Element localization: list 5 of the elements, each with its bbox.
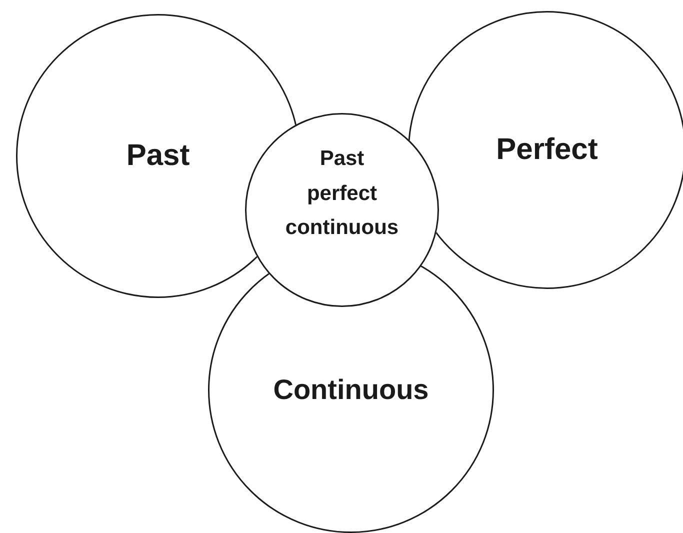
circle-label: Past perfect continuous <box>284 146 400 242</box>
venn-circle <box>245 113 439 307</box>
circle-label: Perfect <box>495 132 599 168</box>
circle-label: Continuous <box>272 373 430 407</box>
circle-label: Past <box>125 138 191 174</box>
